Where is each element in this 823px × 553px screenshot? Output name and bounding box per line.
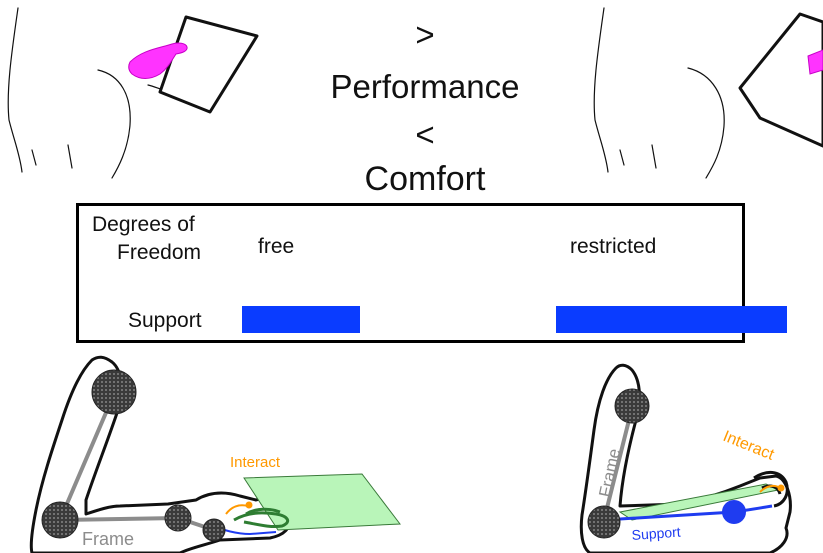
- body-outline-right-line: [651, 144, 657, 169]
- degrees-of-freedom-label-line2: Freedom: [117, 241, 202, 264]
- comfort-label: Comfort: [364, 160, 486, 198]
- finger-tracks-left: [233, 507, 290, 528]
- restricted-label: restricted: [570, 235, 657, 258]
- hand-highlight-left: [128, 42, 188, 79]
- support-bar-free: [242, 306, 360, 333]
- joint-hand-left: [202, 518, 226, 542]
- joint-elbow-right: [587, 505, 621, 539]
- comparison-panel: [76, 203, 745, 343]
- tablet-right: [738, 12, 823, 148]
- interact-lines-right: [759, 484, 785, 493]
- body-outline-left-back: [7, 7, 23, 173]
- support-row-label: Support: [128, 309, 202, 332]
- frame-label-left: Frame: [82, 529, 134, 549]
- body-outline-left-line2: [31, 149, 37, 166]
- joint-shoulder-right: [614, 388, 650, 424]
- interact-label-right: Interact: [721, 428, 777, 464]
- body-outline-left-shoulder: [97, 69, 131, 179]
- degrees-of-freedom-label-line1: Degrees of: [92, 213, 195, 236]
- support-bar-restricted: [556, 306, 787, 333]
- body-outline-right-back: [593, 7, 609, 173]
- support-joint-right: [722, 500, 746, 524]
- greater-than-symbol: >: [415, 16, 435, 53]
- support-label-right: Support: [631, 524, 681, 543]
- body-outline-left-line: [67, 144, 73, 169]
- joint-wrist-left: [164, 504, 192, 532]
- joint-shoulder-left: [91, 369, 137, 415]
- joint-elbow-left: [41, 501, 79, 539]
- interact-label-left: Interact: [230, 454, 281, 471]
- frame-lines-right: [602, 406, 634, 522]
- hand-highlight-right: [807, 49, 823, 75]
- body-outline-right-shoulder: [687, 67, 725, 179]
- interact-lines-left: [225, 501, 253, 515]
- tablet-left: [158, 15, 259, 114]
- less-than-symbol: <: [415, 116, 435, 153]
- body-outline-right-line2: [619, 149, 625, 166]
- free-label: free: [258, 235, 295, 258]
- performance-label: Performance: [330, 68, 520, 105]
